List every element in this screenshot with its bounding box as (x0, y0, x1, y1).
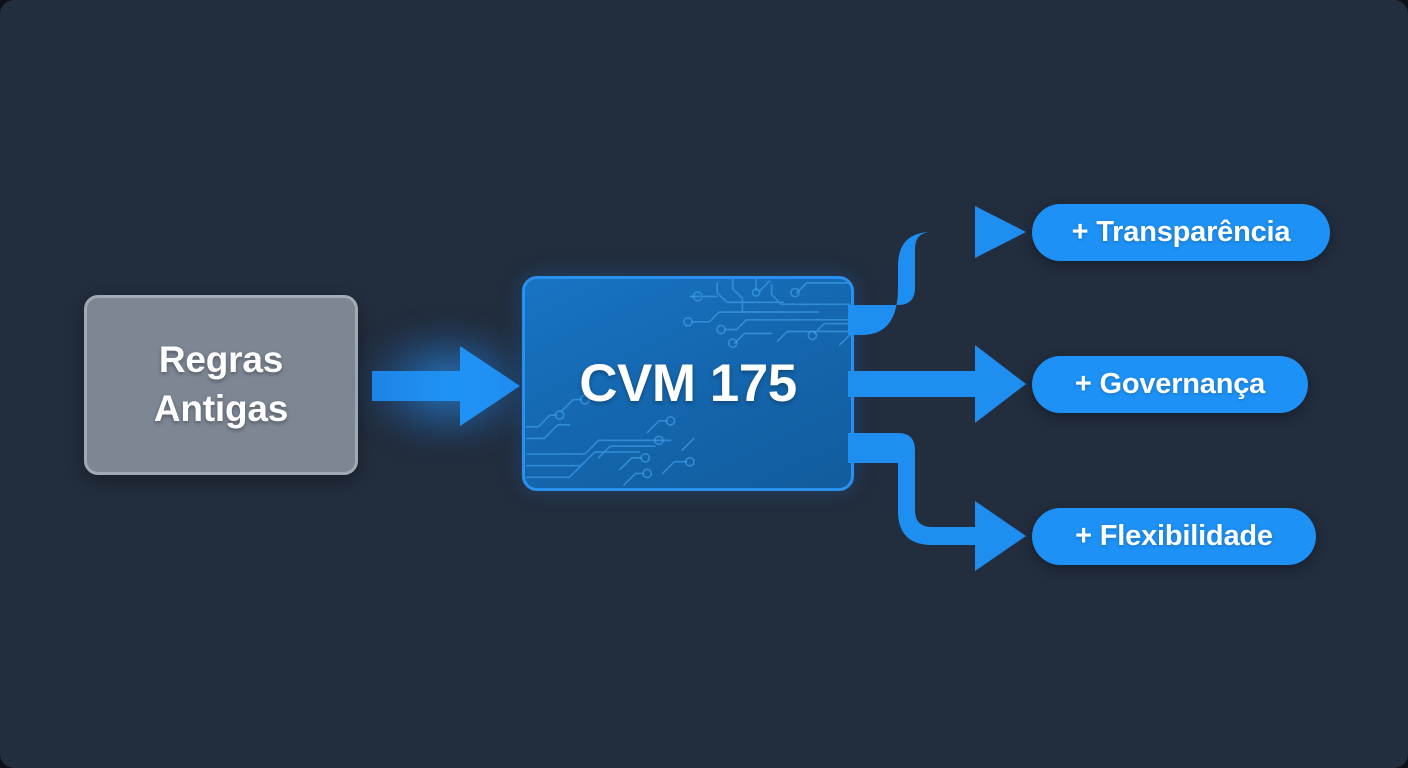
legacy-rules-label: Regras Antigas (153, 339, 289, 429)
connector-straight (848, 345, 1026, 423)
connector-elbow-down (848, 433, 1026, 571)
outcome-pill-label: + Transparência (1071, 216, 1291, 248)
cvm-175-box: CVM 175 (522, 276, 854, 491)
outcome-pill-label: + Governança (1074, 368, 1266, 400)
cvm-175-label: CVM 175 (579, 354, 797, 413)
connector-elbow-up (848, 206, 1026, 335)
outcome-pill-transparencia[interactable]: + Transparência (1032, 204, 1330, 261)
outcome-pill-governanca[interactable]: + Governança (1032, 356, 1308, 413)
outcome-pill-label: + Flexibilidade (1075, 520, 1273, 552)
outcome-pill-flexibilidade[interactable]: + Flexibilidade (1032, 508, 1316, 565)
arrow-right-icon (372, 346, 520, 426)
legacy-rules-box: Regras Antigas (84, 295, 358, 475)
